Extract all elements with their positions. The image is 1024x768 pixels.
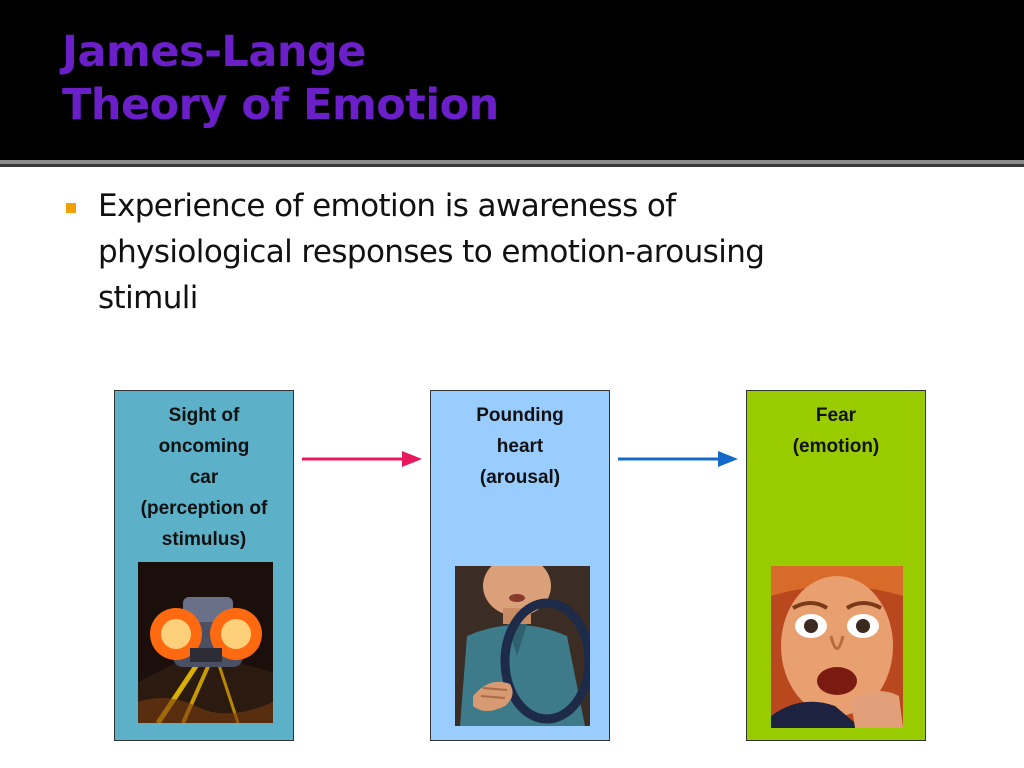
arrow-arousal-to-emotion: [618, 451, 738, 467]
arrow-perception-to-arousal: [302, 451, 422, 467]
oncoming-car-image: [138, 562, 273, 723]
box-label-perception: Sight of oncoming car (perception of sti…: [140, 405, 268, 550]
bullet-square-icon: [66, 203, 76, 213]
slide-title-line-1: James-Lange: [62, 27, 366, 77]
diagram-box-emotion: Fear (emotion): [746, 390, 926, 741]
title-banner: James-Lange Theory of Emotion: [0, 0, 1024, 160]
box-label-emotion: Fear (emotion): [792, 405, 880, 457]
bullet-text: Experience of emotion is awareness of ph…: [98, 188, 765, 316]
slide-title-line-2: Theory of Emotion: [62, 80, 499, 130]
diagram-box-arousal: Pounding heart (arousal): [430, 390, 610, 741]
title-divider-shadow: [0, 164, 1024, 167]
box-label-arousal: Pounding heart (arousal): [476, 405, 564, 488]
frightened-face-image: [771, 566, 903, 728]
diagram-box-perception: Sight of oncoming car (perception of sti…: [114, 390, 294, 741]
title-divider: [0, 160, 1024, 164]
slide-title: James-Lange Theory of Emotion: [62, 26, 499, 132]
driver-pounding-heart-image: [455, 566, 590, 726]
